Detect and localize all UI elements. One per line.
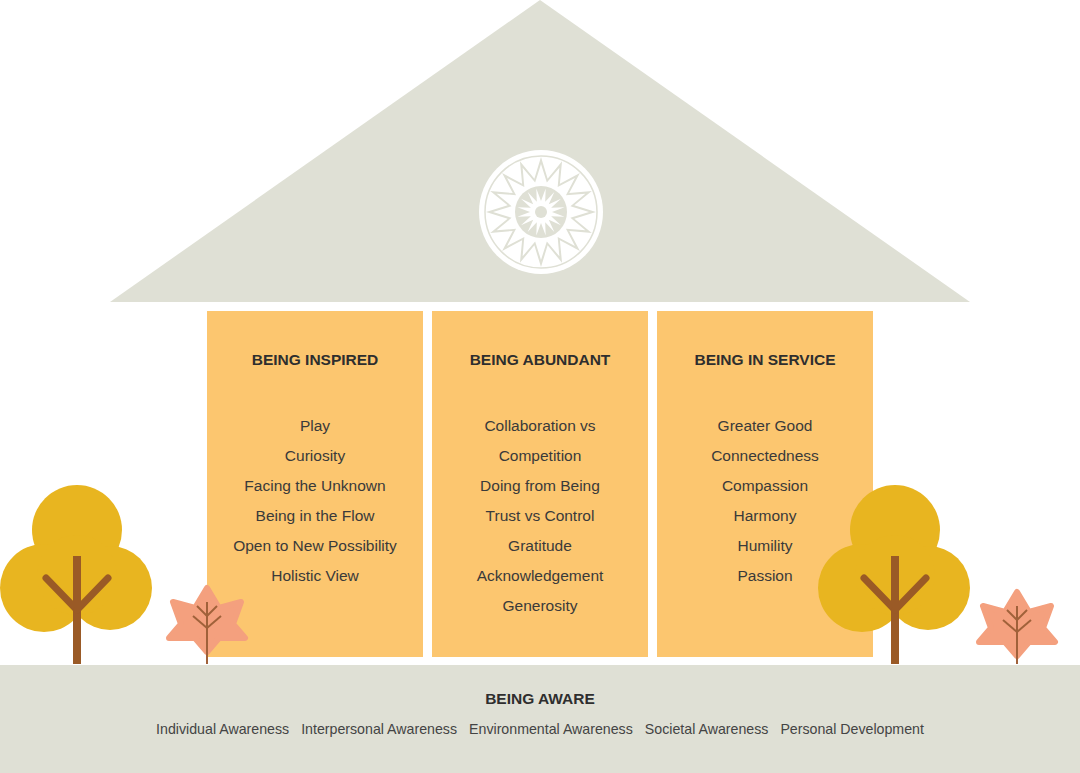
pillar-item: Passion [680, 561, 850, 591]
band-heading: BEING AWARE [8, 689, 1072, 709]
leaf [169, 588, 245, 664]
band-item: Individual Awareness [156, 719, 289, 739]
pillar-heading: BEING IN SERVICE [671, 350, 859, 370]
pillar-item: Harmony [680, 501, 850, 531]
leaf [979, 592, 1055, 664]
pillar-item: Humility [680, 531, 850, 561]
tree [818, 485, 970, 664]
tree [0, 485, 152, 664]
pillar-item: Doing from Being [455, 471, 625, 501]
pillar-box: BEING ABUNDANT Collaboration vs Competiti… [432, 311, 648, 657]
band-item: Interpersonal Awareness [301, 719, 457, 739]
pillar-item: Connectedness [680, 441, 850, 471]
pillar-box: BEING INSPIRED PlayCuriosityFacing the Un… [207, 311, 423, 657]
pillar-item: Collaboration vs Competition [455, 411, 625, 471]
sun-emblem [479, 150, 603, 274]
pillar-item: Compassion [680, 471, 850, 501]
pillar-heading: BEING INSPIRED [221, 350, 409, 370]
pillar-item: Curiosity [230, 441, 400, 471]
pillar-box: BEING IN SERVICE Greater GoodConnectednes… [657, 311, 873, 657]
band-item: Personal Development [780, 719, 924, 739]
pillar-item: Greater Good [680, 411, 850, 441]
band-item: Environmental Awareness [469, 719, 633, 739]
pillar-item: Open to New Possibility [230, 531, 400, 561]
pillar-heading: BEING ABUNDANT [446, 350, 634, 370]
band-items-row: Individual Awareness Interpersonal Awaren… [8, 719, 1072, 739]
pillar-item: Generosity [455, 591, 625, 621]
band-item: Societal Awareness [645, 719, 769, 739]
pillar-item: Acknowledgement [455, 561, 625, 591]
pillar-item: Gratitude [455, 531, 625, 561]
pillar-item: Play [230, 411, 400, 441]
pillar-item: Being in the Flow [230, 501, 400, 531]
pillar-item: Trust vs Control [455, 501, 625, 531]
pillar-item: Holistic View [230, 561, 400, 591]
pillar-item: Facing the Unknown [230, 471, 400, 501]
foundation-band: BEING AWARE Individual Awareness Interpers… [0, 665, 1080, 773]
roof [110, 0, 970, 302]
